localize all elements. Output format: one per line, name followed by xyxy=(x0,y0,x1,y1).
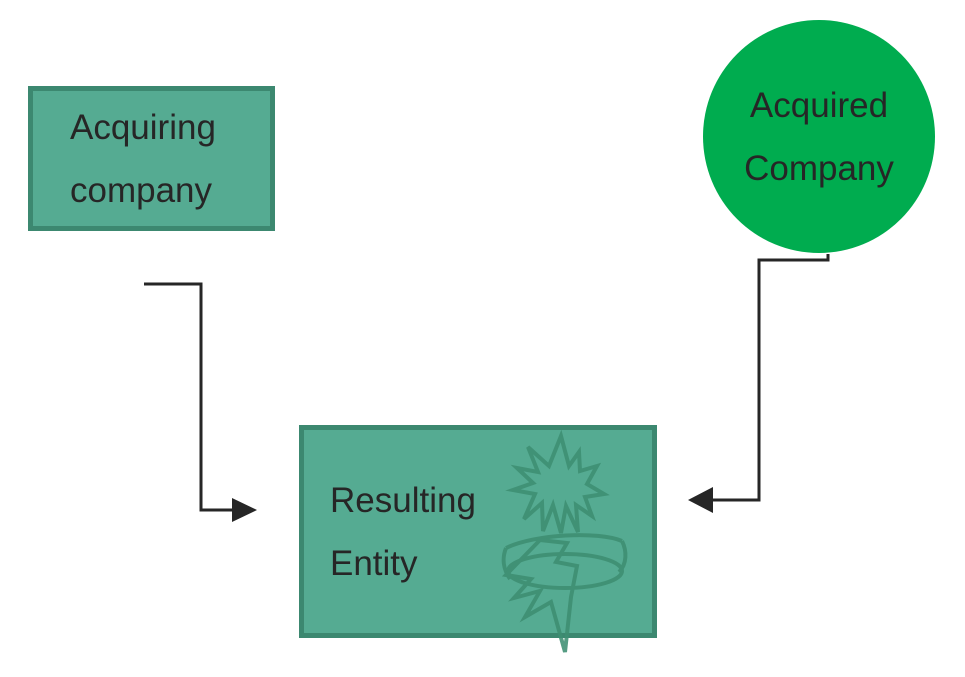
node-label-line: Company xyxy=(744,148,894,188)
node-label-line: Acquired xyxy=(749,85,889,125)
node-acquiring-company: Acquiring company xyxy=(28,86,275,231)
arrowhead-right-icon xyxy=(232,498,257,522)
node-resulting-entity: Resulting Entity xyxy=(299,425,657,638)
node-label-line: Acquiring xyxy=(70,107,216,147)
connector-acquiring-to-resulting xyxy=(144,282,257,522)
connector-acquired-to-resulting xyxy=(688,254,830,513)
arrowhead-left-icon xyxy=(688,487,713,513)
node-acquired-company: Acquired Company xyxy=(703,20,935,253)
node-label-line: Resulting xyxy=(330,480,476,520)
node-label-line: Entity xyxy=(330,543,418,583)
node-label-line: company xyxy=(70,170,213,210)
